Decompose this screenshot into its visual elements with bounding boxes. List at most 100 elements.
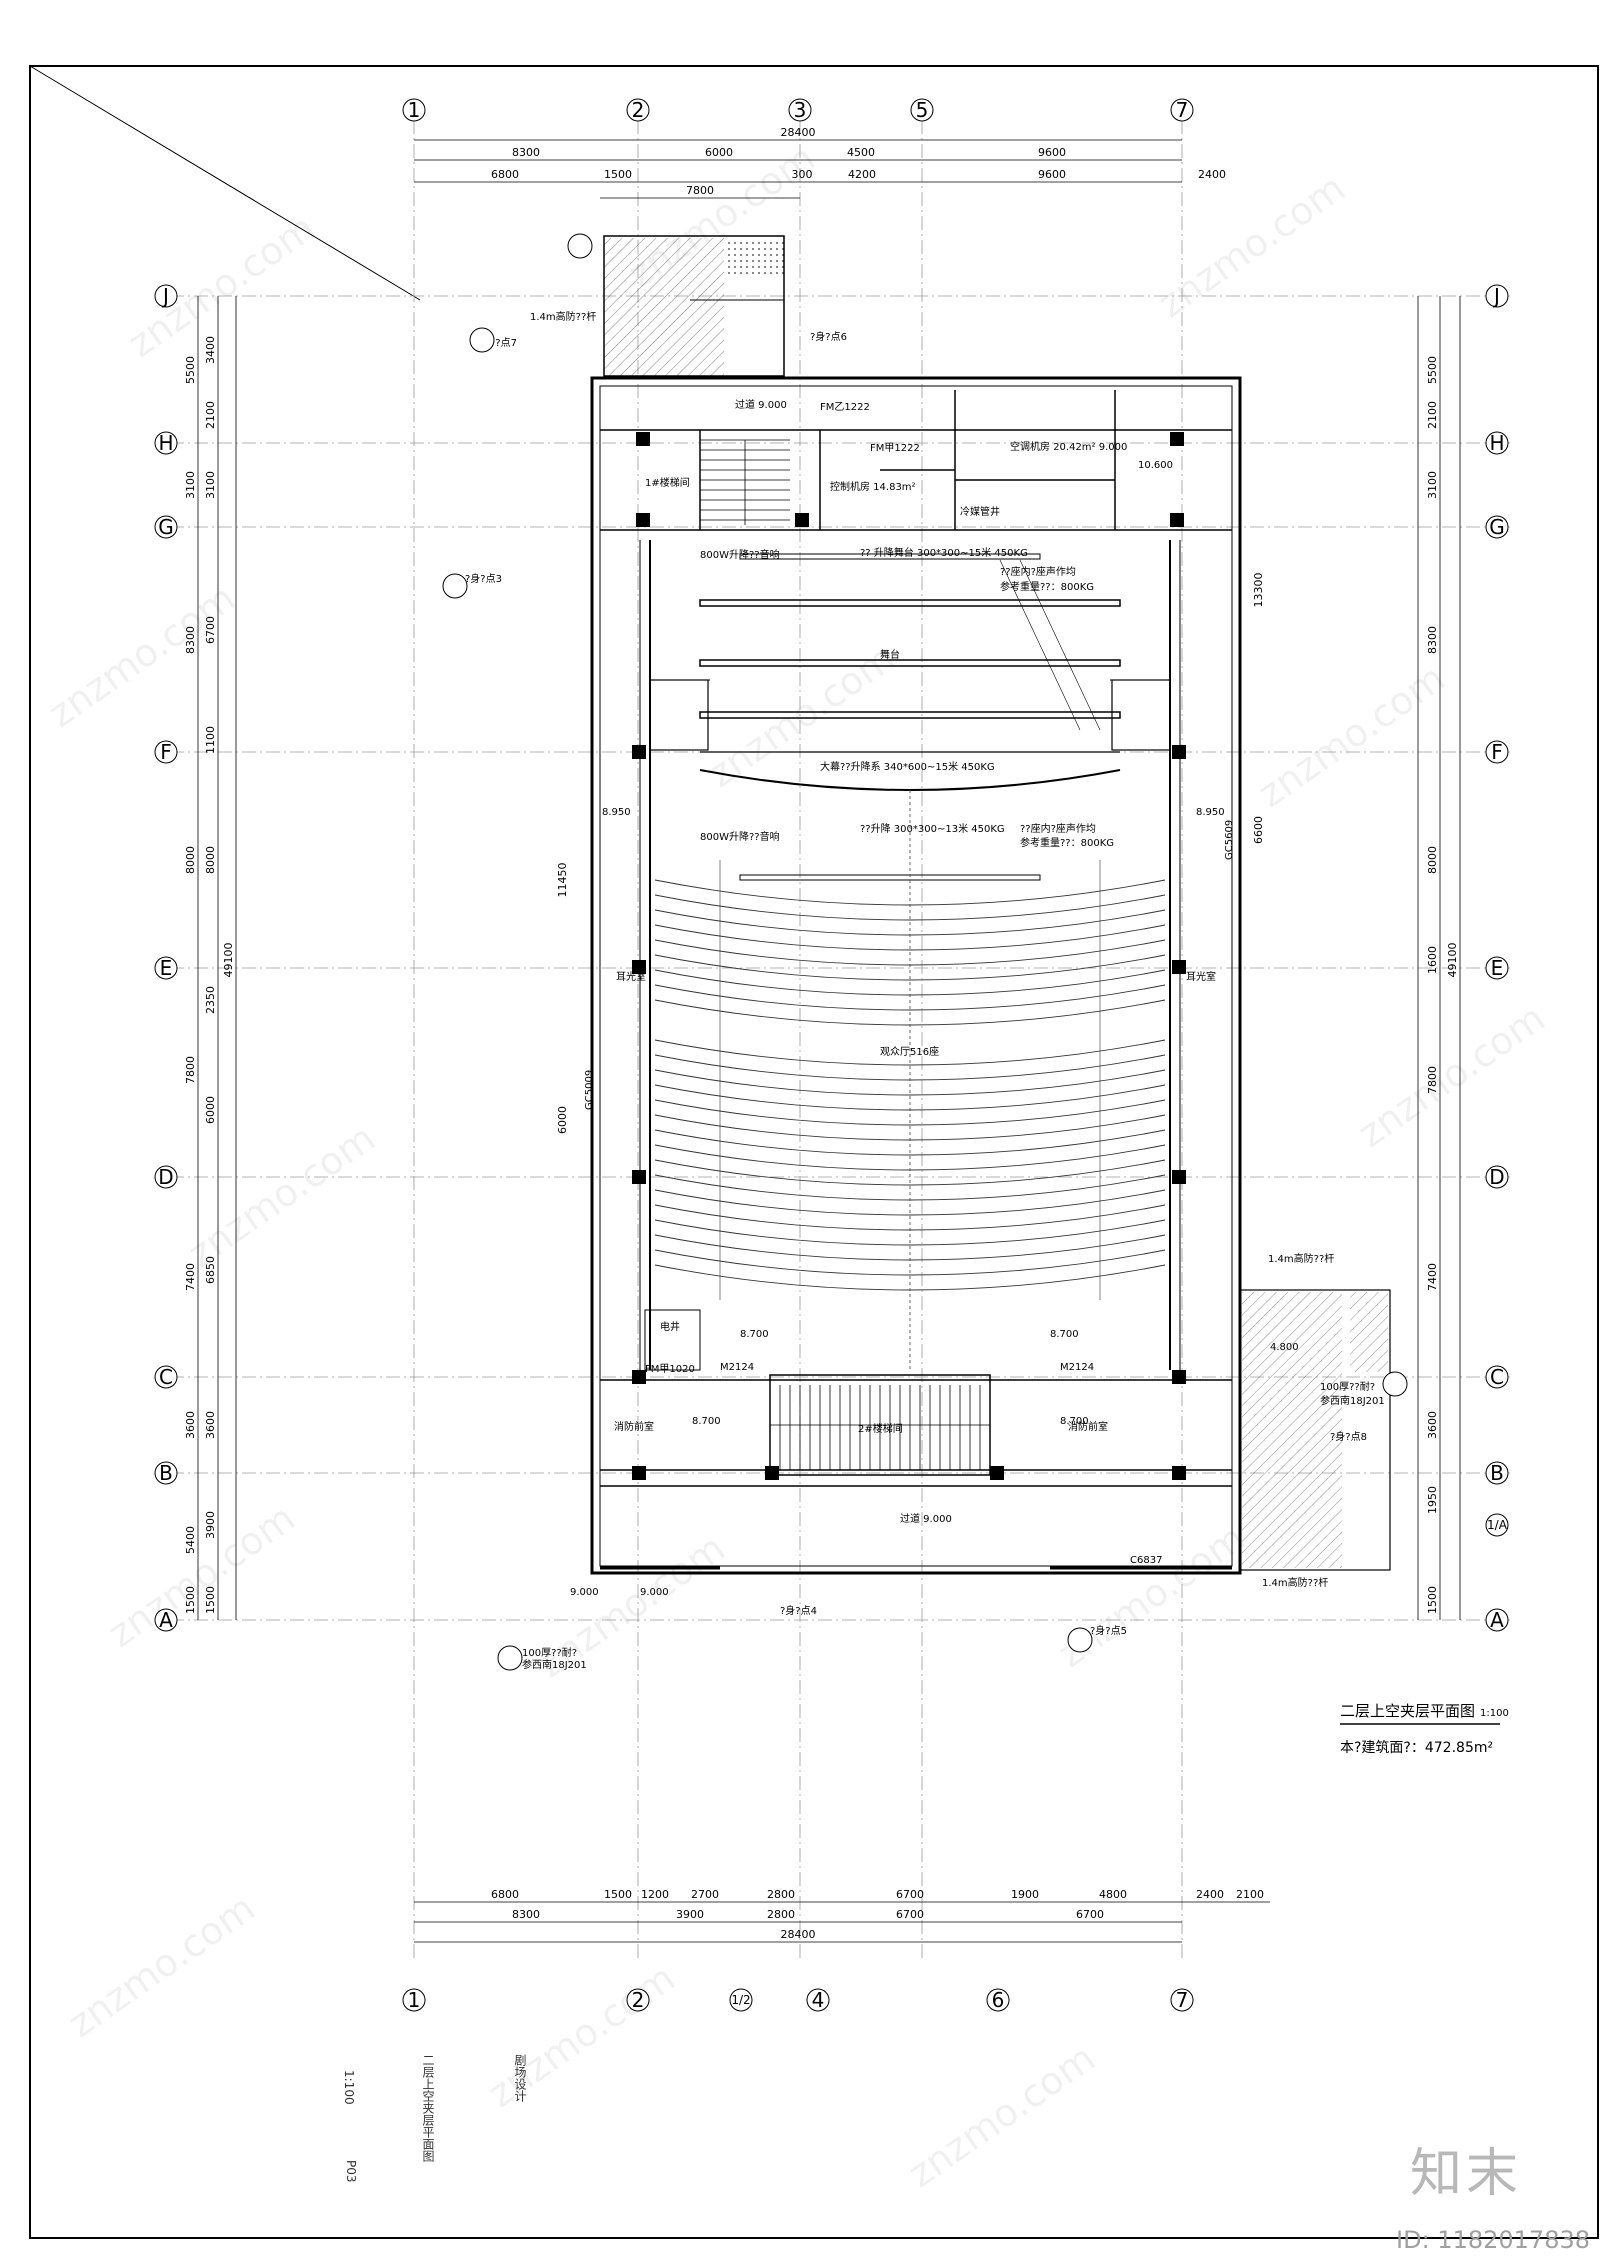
diagonal-line (29, 65, 421, 301)
plan-label: 1/2 (731, 1993, 750, 2007)
plan-label: 2 (632, 1988, 645, 2012)
plan-label: 二层上空夹层平面图 (1340, 1702, 1475, 1720)
side-note: 剧场设计 (513, 2054, 527, 2102)
plan-label: 8.700 (692, 1416, 721, 1427)
plan-label: 2#楼梯间 (858, 1422, 903, 1435)
plan-label: 5500 (1426, 356, 1439, 384)
plan-label: 3100 (184, 471, 197, 499)
plan-label: G (1489, 515, 1505, 539)
axis-bubble-b12: 1/2 (729, 1988, 753, 2012)
plan-label: 3600 (184, 1411, 197, 1439)
plan-label: 3900 (204, 1511, 217, 1539)
plan-label: 1/A (1487, 1518, 1508, 1532)
plan-label: 6850 (204, 1256, 217, 1284)
side-note: 1:100 (342, 2070, 356, 2105)
plan-label: G (158, 515, 174, 539)
plan-group: J (154, 284, 178, 308)
plan-group: H (154, 431, 178, 455)
axis-bubble-b4: 4 (806, 1988, 830, 2012)
door-codes: FM乙1222 FM甲1222 M2124 M2124 FM甲1020 C683… (584, 401, 1235, 1566)
plan-label: 2800 (767, 1908, 795, 1921)
plan-group: F (1485, 740, 1509, 764)
axis-bubble-b6: 6 (986, 1988, 1010, 2012)
plan-label: 1600 (1426, 946, 1439, 974)
plan-group: C (1485, 1365, 1509, 1389)
plan-label: E (160, 956, 173, 980)
plan-label: 3600 (1426, 1411, 1439, 1439)
plan-label: 1500 (1426, 1586, 1439, 1614)
plan-label: ?? 升降舞台 300*300~15米 450KG (860, 546, 1028, 559)
plan-label: 3600 (204, 1411, 217, 1439)
plan-label: 49100 (1446, 943, 1459, 978)
plan-group: A (1485, 1608, 1509, 1632)
outer-walls (590, 376, 1242, 1575)
plan-label: ?身?点8 (1330, 1430, 1367, 1443)
plan-label: 2800 (767, 1888, 795, 1901)
plan-label: ??座内?座声作均 (1020, 822, 1096, 835)
seating-rows (654, 790, 1166, 1370)
plan-label: 6800 (491, 1888, 519, 1901)
side-note: 二层上空夹层平面图 (421, 2054, 435, 2162)
plan-label: 9.000 (640, 1587, 669, 1598)
plan-label: 7 (1176, 98, 1189, 122)
axis-bubble-5: 5 (910, 98, 934, 122)
plan-label: 9.000 (570, 1587, 599, 1598)
top-service-zone (600, 390, 1232, 531)
plan-label: 2100 (1236, 1888, 1264, 1901)
plan-label: A (1490, 1608, 1504, 1632)
dim-text-left: 5500 3100 8300 8000 7800 7400 3600 5400 … (184, 336, 235, 1614)
plan-group: H (1485, 431, 1509, 455)
title-block: 二层上空夹层平面图 1:100 本?建筑面?：472.85m² (1340, 1702, 1509, 1756)
plan-label: 4 (812, 1988, 825, 2012)
right-axis-bubbles: J H G F E D C B 1/A A (1485, 284, 1509, 1632)
plan-label: GC5009 (584, 1070, 595, 1110)
plan-label: B (159, 1461, 173, 1485)
plan-label: 5500 (184, 356, 197, 384)
plan-label: 9600 (1038, 146, 1066, 159)
plan-label: 8.700 (1060, 1416, 1089, 1427)
top-axis-bubbles: 1 2 3 5 7 (402, 98, 1194, 122)
plan-label: 冷媒管井 (960, 505, 1000, 518)
plan-label: 8300 (1426, 626, 1439, 654)
plan-label: 过道 9.000 (900, 1512, 952, 1525)
plan-label: 100厚??耐? (522, 1646, 577, 1659)
plan-label: 13300 (1252, 573, 1265, 608)
plan-label: 1 (408, 98, 421, 122)
plan-label: 6000 (204, 1096, 217, 1124)
plan-label: 消防前室 (1068, 1420, 1108, 1433)
plan-label: 2400 (1198, 168, 1226, 181)
plan-group: D (1485, 1165, 1509, 1189)
plan-group (770, 1385, 990, 1470)
plan-label: 100厚??耐? (1320, 1380, 1375, 1393)
dim-text-top: 28400 8300 6000 4500 9600 6800 1500 300 … (491, 126, 1226, 197)
plan-label: ?身?点4 (780, 1604, 817, 1617)
plan-label: 1#楼梯间 (645, 476, 690, 489)
plan-label: 9600 (1038, 168, 1066, 181)
plan-label: 空调机房 20.42m² 9.000 (1010, 440, 1127, 453)
plan-label: 4800 (1099, 1888, 1127, 1901)
plan-label: 3 (794, 98, 807, 122)
plan-group: G (1485, 515, 1509, 539)
plan-label: 本?建筑面?：472.85m² (1340, 1740, 1493, 1756)
plan-label: C6837 (1130, 1555, 1162, 1566)
plan-group: B (1485, 1461, 1509, 1485)
plan-label: 1500 (604, 1888, 632, 1901)
plan-label: 3100 (1426, 471, 1439, 499)
axis-bubble-b2: 2 (626, 1988, 650, 2012)
axis-bubble-b7: 7 (1170, 1988, 1194, 2012)
plan-label: 6700 (896, 1908, 924, 1921)
plan-label: 耳光室 (1186, 970, 1216, 983)
plan-label: 2100 (204, 401, 217, 429)
plan-label: 耳光室 (616, 970, 646, 983)
plan-group: A (154, 1608, 178, 1632)
dim-text-right: 5500 2100 3100 8300 8000 1600 7800 7400 … (1426, 356, 1459, 1614)
plan-label: 6700 (204, 616, 217, 644)
plan-label: 28400 (781, 126, 816, 139)
plan-label: ??升降 300*300~13米 450KG (860, 822, 1005, 835)
plan-label: 参考重量??：800KG (1000, 580, 1094, 593)
plan-label: 过道 9.000 (735, 398, 787, 411)
dim-text-bottom: 6800 1500 1200 2700 2800 6700 1900 4800 … (491, 1888, 1264, 1941)
bottom-axis-bubbles: 1 2 1/2 4 6 7 (402, 1988, 1194, 2012)
plan-label: D (1489, 1165, 1504, 1189)
plan-label: 1.4m高防??杆 (1262, 1576, 1328, 1589)
